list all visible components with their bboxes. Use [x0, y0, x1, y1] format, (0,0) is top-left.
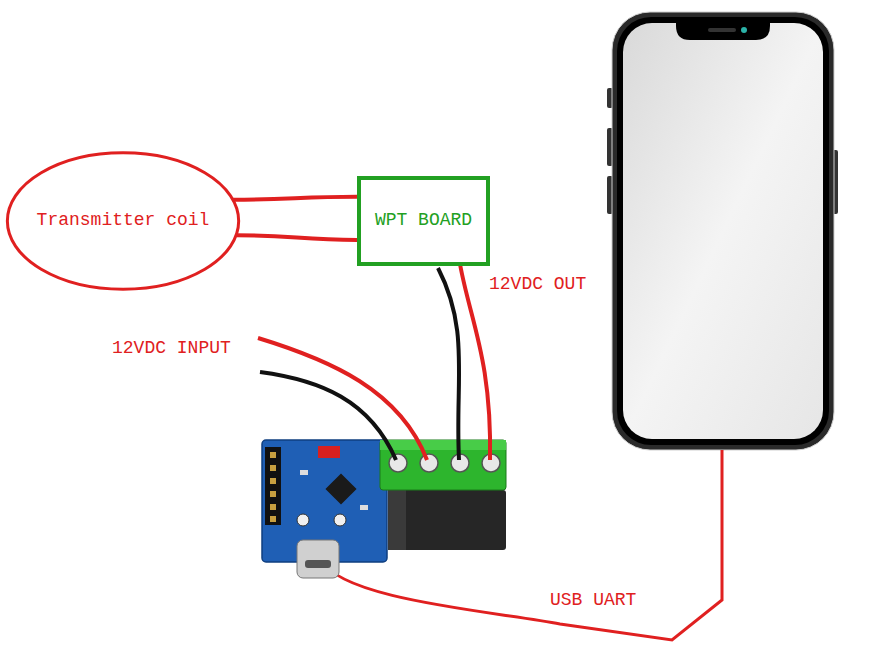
smd-part — [360, 505, 368, 510]
push-button — [297, 514, 309, 526]
terminal-block — [380, 440, 506, 490]
node-text: Transmitter coil — [37, 210, 210, 232]
usb-c-slot — [305, 560, 331, 568]
coil-outline — [7, 153, 238, 289]
controller-board — [262, 440, 506, 578]
push-button — [334, 514, 346, 526]
phone-bezel — [617, 17, 829, 445]
relay — [388, 490, 506, 550]
coil-wire — [233, 197, 357, 200]
output-positive-wire — [460, 264, 490, 460]
screw-terminal — [389, 454, 407, 472]
usb-c-port — [297, 540, 339, 578]
coil-wire — [236, 235, 357, 240]
smartphone — [607, 12, 838, 450]
phone-speaker — [708, 28, 736, 32]
phone-screen — [623, 23, 823, 439]
relay-side — [388, 490, 406, 550]
phone-body — [612, 12, 834, 450]
screw-terminal — [420, 454, 438, 472]
mcu-chip — [325, 473, 356, 504]
red-component — [318, 446, 340, 458]
signal-label: USB UART — [548, 590, 638, 612]
input-negative-wire — [260, 372, 396, 460]
terminal-top — [380, 440, 506, 450]
phone-notch — [676, 23, 770, 40]
coil-ellipse: Transmitter coil — [5, 150, 241, 292]
pin-header — [265, 447, 281, 525]
input-positive-wire — [258, 338, 427, 460]
output-negative-wire — [438, 268, 459, 460]
board-box: WPT BOARD — [357, 176, 490, 266]
signal-label: 12VDC OUT — [487, 274, 588, 296]
node-text: WPT BOARD — [375, 210, 472, 232]
smd-part — [300, 470, 308, 475]
signal-label: 12VDC INPUT — [110, 338, 233, 360]
pins — [270, 452, 276, 522]
phone-camera — [741, 27, 747, 33]
